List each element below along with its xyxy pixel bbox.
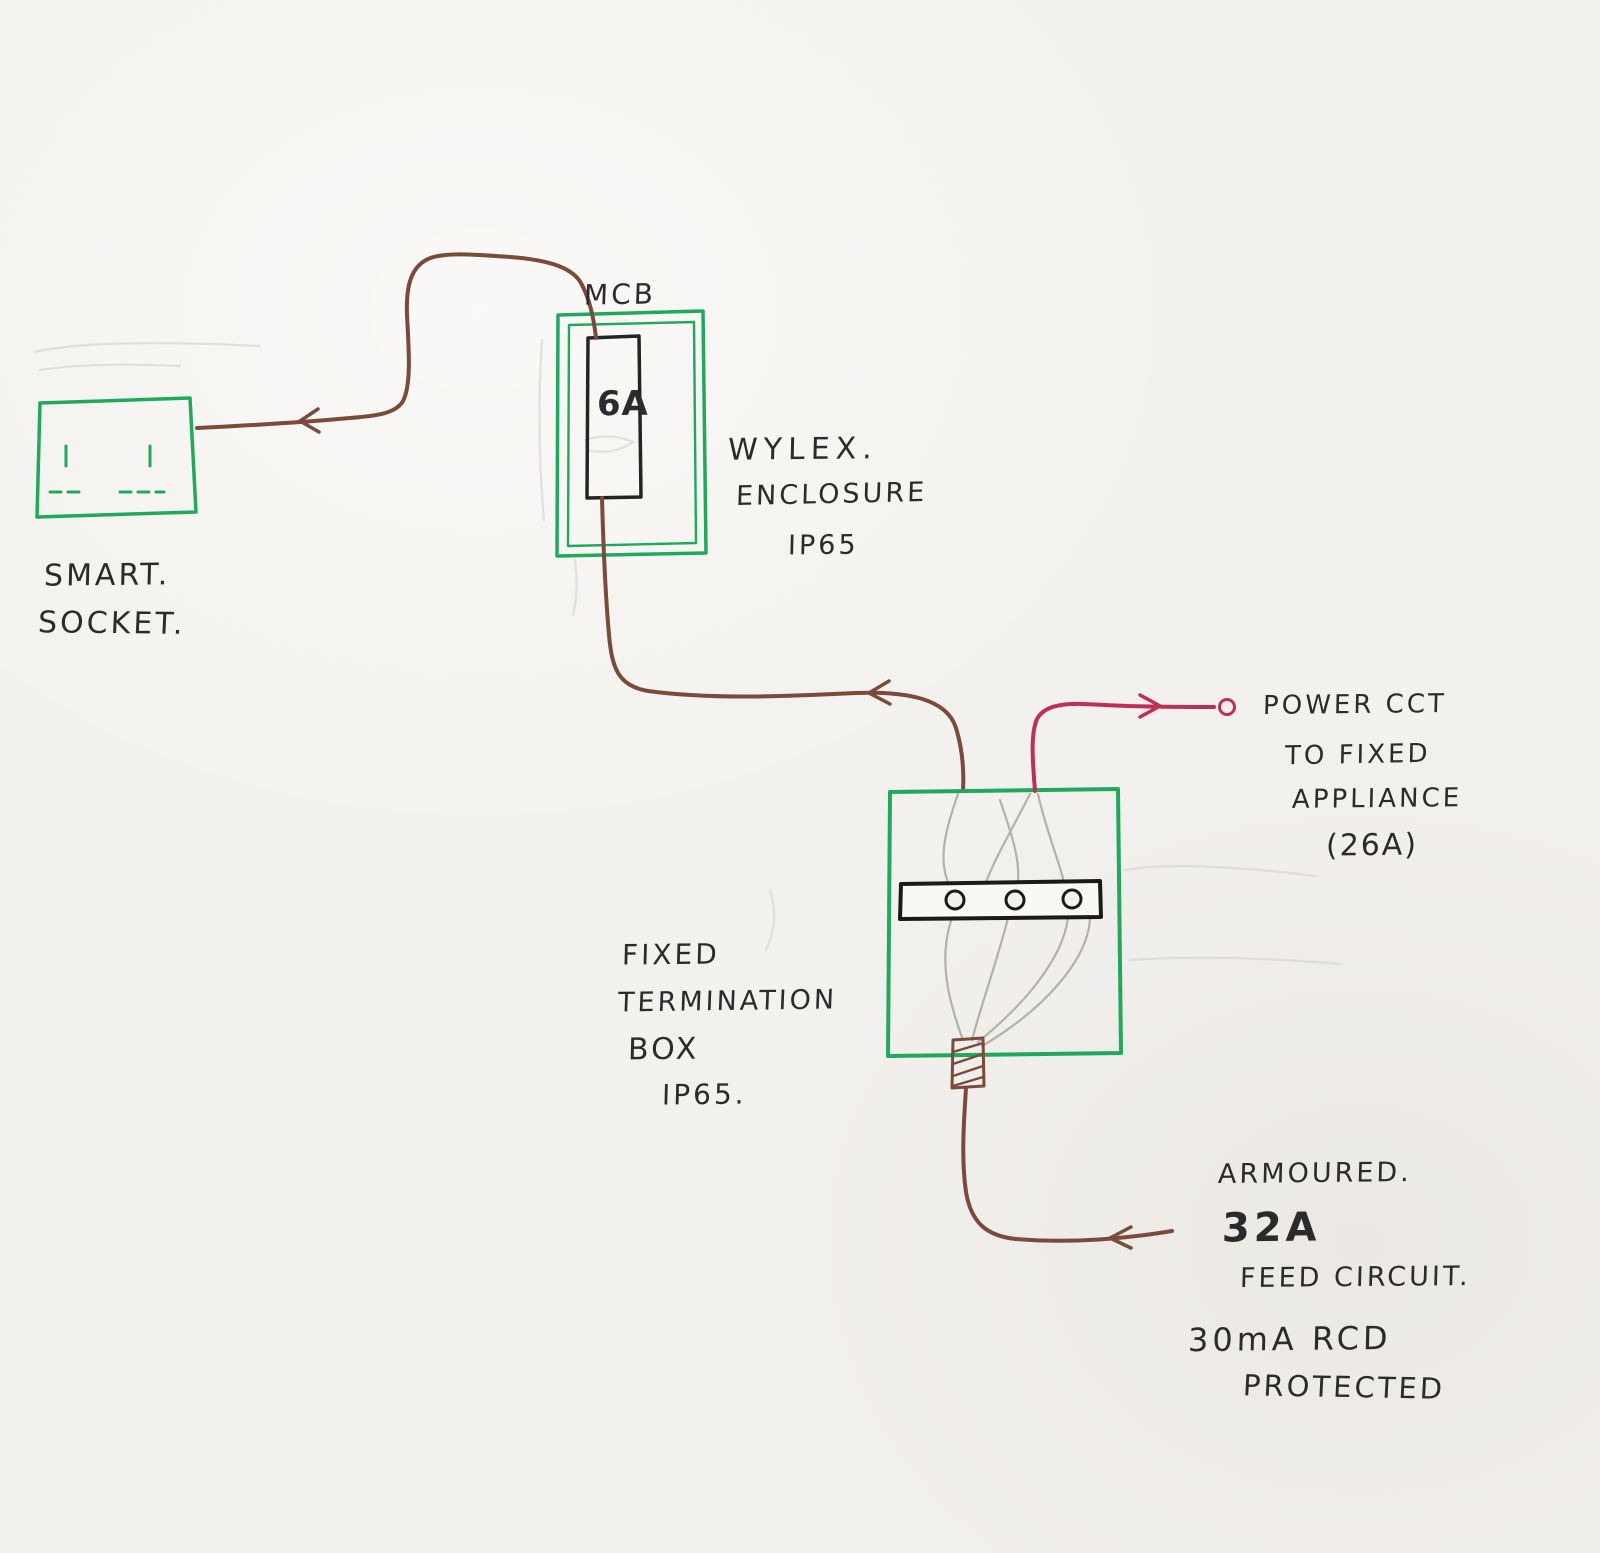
terminal-screw-2 [1004,889,1026,911]
power-cct-label-line3: APPLIANCE [1291,783,1463,815]
terminal-screw-3 [1061,888,1083,910]
wire-mcb-to-socket-path [195,252,598,430]
wire-mcb-to-termination-path [600,496,966,793]
cable-gland [950,1036,986,1090]
mcb-label: MCB [583,277,657,312]
wire-armoured-feed-path [961,1086,1174,1243]
smart-socket-label-line2: SOCKET. [37,605,187,642]
wylex-label-line2: ENCLOSURE [735,476,928,513]
smart-socket-label-line1: SMART. [43,557,171,594]
termination-label-line4: IP65. [661,1077,748,1112]
wire-power-cct-path [1030,701,1216,793]
wylex-enclosure-box [555,309,708,558]
smart-socket-outline [35,396,198,519]
mcb-rating-label: 6A [596,383,650,425]
termination-box-outline [886,787,1123,1058]
arrow-toward-appliance-icon [1138,693,1164,719]
wire-mcb-to-socket [195,252,598,434]
wire-power-cct [1030,693,1236,793]
internal-conductors [942,792,1092,1048]
termination-label-line2: TERMINATION [617,984,838,1019]
feed-label-line3: FEED CIRCUIT. [1239,1260,1472,1295]
enclosure-inner-outline [566,320,698,548]
termination-label-line1: FIXED [621,937,721,972]
power-cct-label-line2: TO FIXED [1284,738,1431,772]
arrow-toward-enclosure-icon [865,679,892,706]
feed-label-line4: 30mA RCD [1187,1318,1393,1360]
arrow-toward-box-icon [1106,1225,1133,1250]
smart-socket-box [35,396,198,519]
arrow-toward-socket-icon [296,407,321,434]
feed-label-line1: ARMOURED. [1217,1156,1413,1191]
wylex-label-line1: WYLEX. [727,431,879,468]
pencil-smudges [33,338,1342,966]
wylex-label-line3: IP65 [787,529,859,562]
feed-label-line2: 32A [1221,1204,1322,1252]
terminal-screw-1 [944,889,966,911]
termination-label-line3: BOX [627,1031,700,1068]
enclosure-outer-outline [555,309,708,558]
mcb-outline [585,334,643,500]
feed-label-line5: PROTECTED [1242,1368,1446,1406]
terminal-strip [898,879,1103,921]
power-cct-terminal-dot [1218,698,1236,716]
termination-box [886,787,1123,1090]
power-cct-label-line1: POWER CCT [1262,689,1448,721]
wire-armoured-feed [961,1086,1174,1250]
power-cct-label-line4: (26A) [1325,827,1419,864]
wire-mcb-to-termination-box [600,496,966,793]
